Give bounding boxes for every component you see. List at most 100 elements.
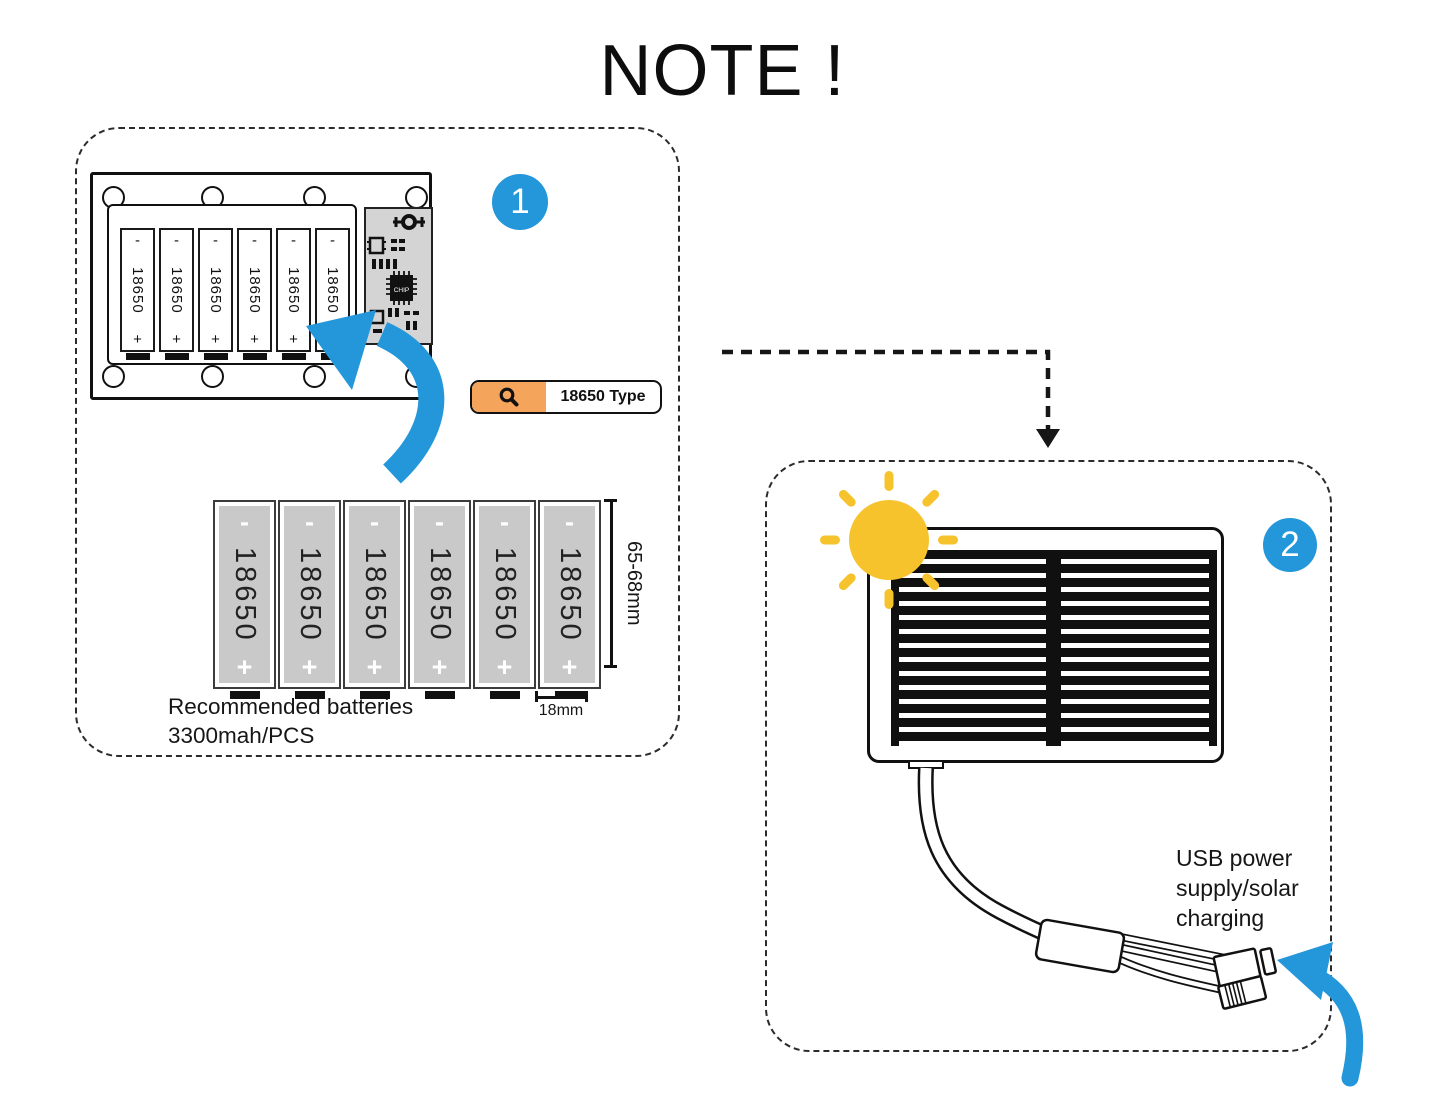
search-icon [499, 387, 519, 407]
battery-contact [281, 353, 306, 360]
battery-holder: - 18650 + - 18650 + - 18650 + - 18650 + … [90, 172, 433, 400]
plus-terminal-label: + [133, 331, 142, 348]
battery-contact [320, 353, 345, 360]
battery-terminal [229, 691, 260, 699]
protection-circuit-board: CHIP [364, 207, 433, 345]
caption-line-2: supply/solar [1176, 875, 1299, 901]
battery-label: 18650 [168, 266, 185, 314]
note-line-2: 3300mah/PCS [168, 723, 315, 748]
dimension-tick [604, 665, 617, 668]
panel-2-frame [765, 460, 1332, 1052]
battery-18650: - 18650 + [408, 500, 471, 699]
minus-terminal-label: - [370, 507, 379, 537]
plus-terminal-label: + [561, 652, 578, 682]
battery-label: 18650 [285, 266, 302, 314]
battery-contact [164, 353, 189, 360]
battery-contact [203, 353, 228, 360]
pcb-components [367, 236, 405, 269]
battery-slot: - 18650 + [120, 228, 155, 360]
minus-terminal-label: - [435, 507, 444, 537]
battery-contact [125, 353, 150, 360]
width-dimension-label: 18mm [538, 702, 584, 719]
screw-hole [201, 365, 224, 388]
battery-terminal [554, 691, 585, 699]
minus-terminal-label: - [135, 232, 140, 249]
plus-terminal-label: + [250, 331, 259, 348]
battery-type-tag: 18650 Type [470, 380, 662, 414]
pcb-components [369, 308, 419, 333]
battery-label: 18650 [294, 546, 326, 643]
battery-terminal [359, 691, 390, 699]
plus-terminal-label: + [289, 331, 298, 348]
page-title: NOTE ! [599, 31, 846, 111]
caption-line-1: USB power [1176, 845, 1293, 871]
minus-terminal-label: - [565, 507, 574, 537]
note-line-1: Recommended batteries [168, 694, 414, 719]
width-dimension-line [535, 696, 587, 699]
battery-slot: - 18650 + [237, 228, 272, 360]
battery-label: 18650 [424, 546, 456, 643]
minus-terminal-label: - [500, 507, 509, 537]
plus-terminal-label: + [211, 331, 220, 348]
minus-terminal-label: - [291, 232, 296, 249]
battery-label: 18650 [359, 546, 391, 643]
battery-slot: - 18650 + [159, 228, 194, 360]
step-1-badge: 1 [492, 174, 548, 230]
battery-label: 18650 [324, 266, 341, 314]
recommended-batteries-note: Recommended batteries 3300mah/PCS [168, 692, 413, 750]
plus-terminal-label: + [301, 652, 318, 682]
screw-hole [303, 365, 326, 388]
plus-terminal-label: + [496, 652, 513, 682]
pcb-connector-icon [393, 214, 425, 230]
screw-hole [405, 365, 428, 388]
step-2-badge: 2 [1263, 518, 1317, 572]
battery-type-label: 18650 Type [560, 388, 646, 405]
search-icon-segment [472, 382, 546, 412]
battery-slot: - 18650 + [198, 228, 233, 360]
solar-cell-block [891, 550, 1054, 746]
solar-panel [867, 527, 1224, 763]
minus-terminal-label: - [330, 232, 335, 249]
battery-18650: - 18650 + [213, 500, 276, 699]
solar-cell-block [1053, 550, 1217, 746]
caption-line-3: charging [1176, 905, 1265, 931]
screw-hole [102, 365, 125, 388]
plus-terminal-label: + [236, 652, 253, 682]
battery-label: 18650 [554, 546, 586, 643]
chip-label: CHIP [394, 287, 410, 294]
dimension-tick [535, 691, 538, 702]
battery-terminal [489, 691, 520, 699]
plus-terminal-label: + [366, 652, 383, 682]
pcb-chip: CHIP [386, 271, 417, 305]
plus-terminal-label: + [172, 331, 181, 348]
battery-label: 18650 [229, 546, 261, 643]
panel-1-frame [75, 127, 680, 757]
screw-hole [405, 186, 428, 209]
battery-18650: - 18650 + [278, 500, 341, 699]
plus-terminal-label: + [431, 652, 448, 682]
dimension-tick [604, 499, 617, 502]
battery-18650: - 18650 + [343, 500, 406, 699]
dimension-tick [585, 691, 588, 702]
plus-terminal-label: + [328, 331, 337, 348]
battery-18650: - 18650 + [473, 500, 536, 699]
battery-label: 18650 [129, 266, 146, 314]
minus-terminal-label: - [174, 232, 179, 249]
flow-arrow [722, 349, 1060, 448]
battery-contact [242, 353, 267, 360]
battery-18650: - 18650 + [538, 500, 601, 699]
minus-terminal-label: - [252, 232, 257, 249]
battery-slot: - 18650 + [315, 228, 350, 360]
minus-terminal-label: - [240, 507, 249, 537]
battery-label: 18650 [246, 266, 263, 314]
battery-terminal [294, 691, 325, 699]
minus-terminal-label: - [213, 232, 218, 249]
battery-label: 18650 [489, 546, 521, 643]
usb-charging-caption: USB power supply/solar charging [1176, 843, 1299, 933]
battery-slot: - 18650 + [276, 228, 311, 360]
battery-terminal [424, 691, 455, 699]
battery-label: 18650 [207, 266, 224, 314]
height-dimension-label: 65-68mm [623, 541, 645, 626]
minus-terminal-label: - [305, 507, 314, 537]
